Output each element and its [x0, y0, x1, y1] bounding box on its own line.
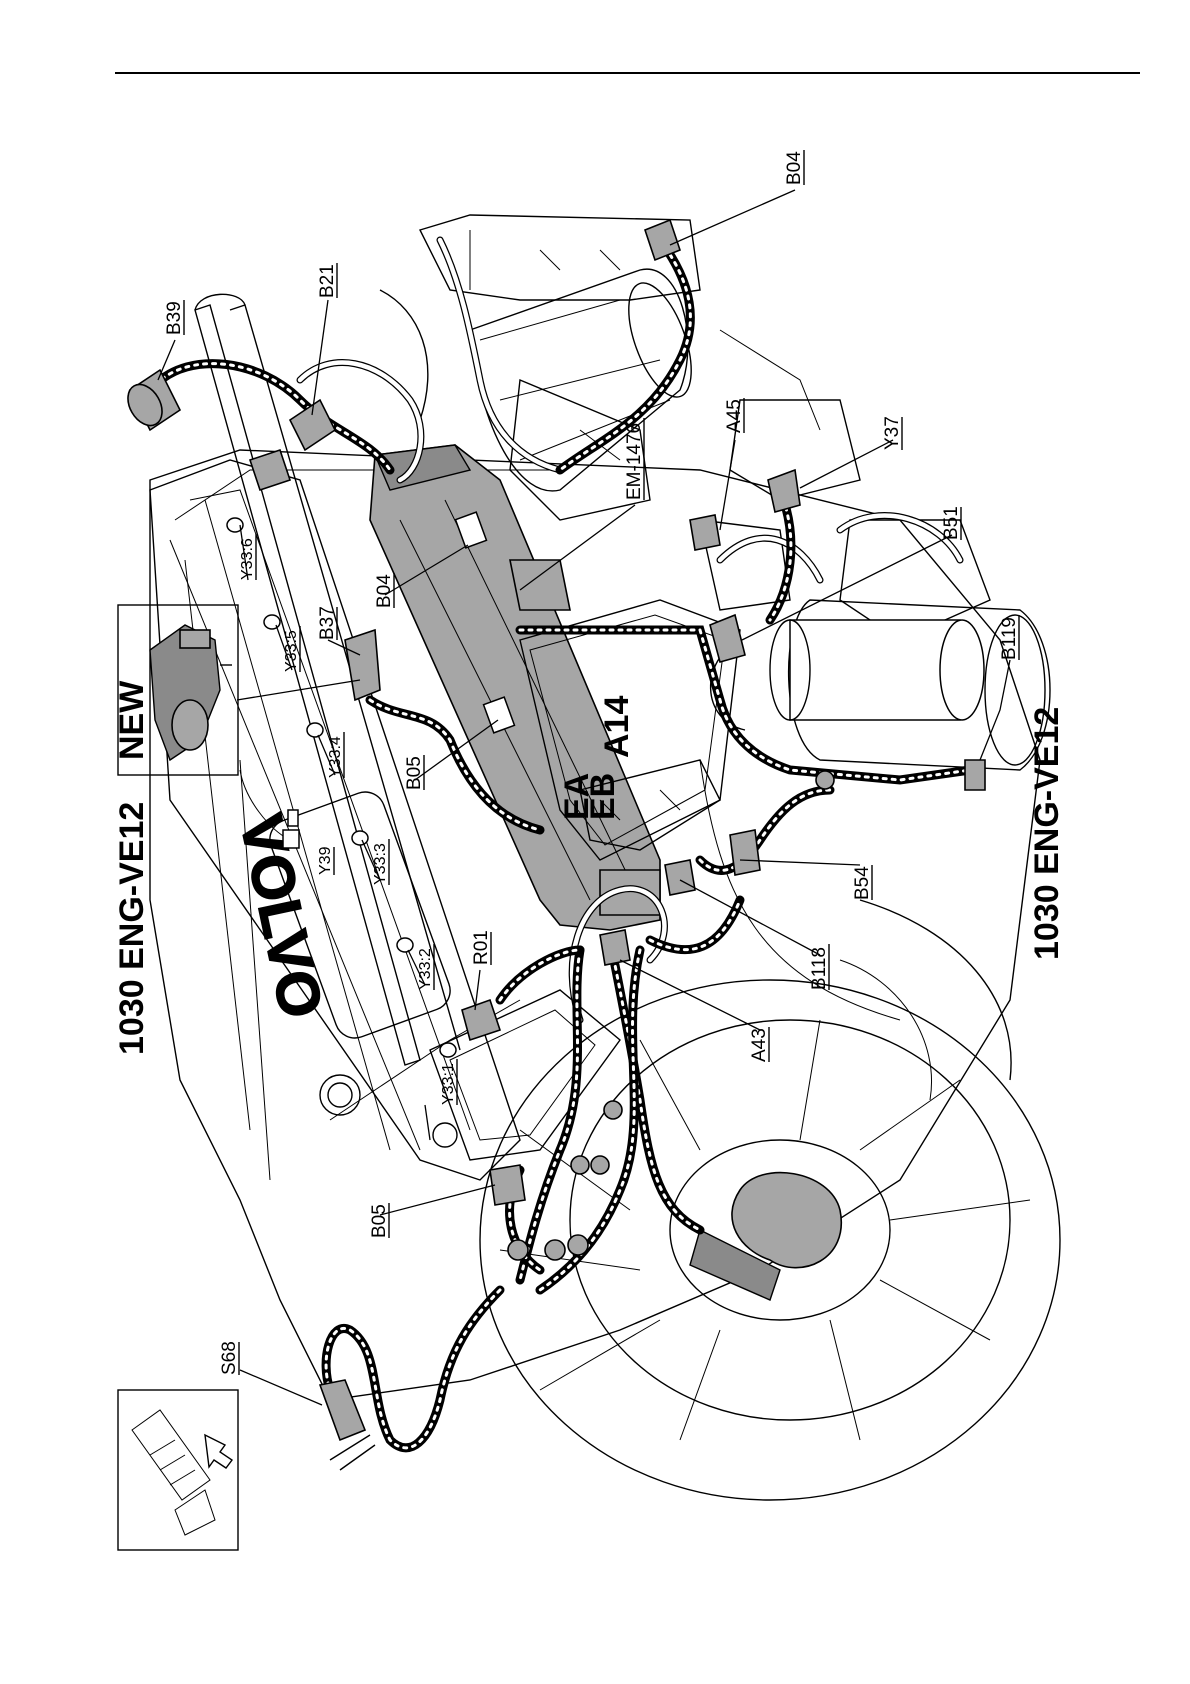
label-r01: R01 — [471, 930, 492, 965]
a14-marking: A14 — [598, 696, 636, 758]
label-y33-4: Y33:4 — [327, 736, 344, 778]
label-b119: B119 — [999, 617, 1020, 660]
arrow-icon — [205, 1435, 232, 1468]
label-b39: B39 — [164, 301, 185, 335]
label-b51: B51 — [941, 506, 962, 540]
fuel-filter — [700, 520, 984, 730]
eb-marking: EB — [584, 773, 622, 820]
label-b21: B21 — [317, 264, 338, 298]
label-em1476: EM-1476 — [624, 423, 645, 500]
new-badge: NEW — [113, 680, 151, 760]
label-b05-mid: B05 — [404, 756, 425, 790]
label-y37: Y37 — [882, 416, 903, 450]
label-y33-6: Y33:6 — [239, 538, 256, 580]
intake-manifold — [370, 445, 660, 930]
label-b05-low: B05 — [369, 1204, 390, 1238]
label-b04-mid: B04 — [374, 574, 395, 608]
volvo-logo: VOLVO — [227, 809, 335, 1024]
label-y33-1: Y33:1 — [440, 1063, 457, 1105]
label-a45: A45 — [724, 399, 745, 433]
label-y33-5: Y33:5 — [283, 630, 300, 672]
label-a43: A43 — [749, 1028, 770, 1062]
label-b37: B37 — [317, 606, 338, 640]
section-title-right: 1030 ENG-VE12 — [1028, 707, 1066, 960]
label-b54: B54 — [852, 866, 873, 900]
section-title-left: 1030 ENG-VE12 — [113, 802, 151, 1055]
front-direction-icon — [118, 1390, 238, 1550]
label-y33-3: Y33:3 — [372, 843, 389, 885]
label-y39: Y39 — [317, 846, 334, 875]
label-b118: B118 — [809, 947, 830, 990]
label-b04-top: B04 — [784, 151, 805, 185]
starter-motor — [470, 269, 704, 520]
label-s68: S68 — [219, 1341, 240, 1375]
label-y33-2: Y33:2 — [417, 948, 434, 990]
cooling-fan — [480, 980, 1060, 1500]
